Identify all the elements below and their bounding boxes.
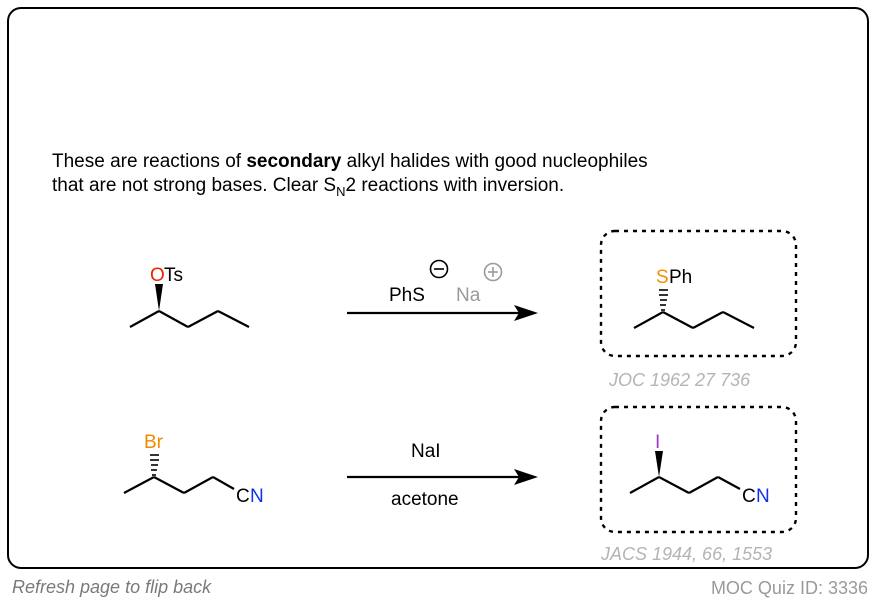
quiz-id: MOC Quiz ID: 3336 <box>710 578 868 598</box>
bond <box>129 310 160 328</box>
bond <box>183 476 214 494</box>
hashed-bond <box>659 289 668 311</box>
wedge-bond <box>155 284 163 311</box>
bond <box>123 476 155 494</box>
arrow-head <box>514 469 538 485</box>
description-text: 2 reactions with inversion. <box>345 175 565 196</box>
literature-reference-1: JOC 1962 27 736 <box>608 370 751 390</box>
reaction-arrow-1: PhS Na <box>347 259 538 321</box>
bond <box>688 476 719 494</box>
reagent-sodium-iodide: NaI <box>411 441 441 462</box>
wedge-bond <box>655 451 663 477</box>
bond <box>633 311 664 329</box>
tosyl-label: Ts <box>164 265 183 286</box>
bond <box>158 310 189 328</box>
iodine-label: I <box>655 432 660 453</box>
flip-hint: Refresh page to flip back <box>12 577 212 597</box>
bromine-label: Br <box>144 432 164 453</box>
nitrile-nitrogen-label: N <box>250 486 264 507</box>
bond <box>717 476 741 490</box>
phenyl-label: Ph <box>669 267 692 288</box>
reaction-description: These are reactions of secondary alkyl h… <box>52 150 812 199</box>
literature-reference-2: JACS 1944, 66, 1553 <box>600 544 772 564</box>
bond <box>662 311 694 329</box>
reactant-tosylate: O Ts <box>129 265 250 328</box>
product-highlight-box <box>599 229 798 358</box>
description-bold-word: secondary <box>246 151 342 172</box>
product-highlight-box <box>599 405 798 534</box>
reaction-arrow-2: NaI acetone <box>347 441 538 510</box>
oxygen-label: O <box>150 265 165 286</box>
reagent-sodium: Na <box>456 285 481 306</box>
bond <box>187 310 219 328</box>
bond <box>722 311 755 329</box>
description-subscript: N <box>336 184 346 199</box>
product-iodonitrile: I C N <box>629 432 770 507</box>
bond <box>629 476 660 494</box>
nitrile-carbon-label: C <box>236 486 250 507</box>
reagent-thiophenolate: PhS <box>389 285 425 306</box>
sulfur-label: S <box>656 267 669 288</box>
reactant-bromonitrile: Br C N <box>123 432 264 507</box>
positive-charge-icon <box>483 262 503 282</box>
description-text: These are reactions of <box>52 151 247 172</box>
bond <box>217 310 250 328</box>
nitrile-carbon-label: C <box>742 486 756 507</box>
bond <box>153 476 185 494</box>
negative-charge-icon <box>429 259 449 279</box>
bond <box>212 476 235 490</box>
nitrile-nitrogen-label: N <box>756 486 770 507</box>
product-thioether: S Ph <box>633 267 755 329</box>
solvent-acetone: acetone <box>391 489 459 510</box>
bond <box>692 311 724 329</box>
bond <box>658 476 690 494</box>
quiz-card <box>7 7 869 569</box>
description-text: that are not strong bases. Clear S <box>52 175 337 196</box>
description-text: alkyl halides with good nucleophiles <box>341 151 648 172</box>
hashed-bond <box>150 454 159 476</box>
arrow-head <box>514 305 538 321</box>
